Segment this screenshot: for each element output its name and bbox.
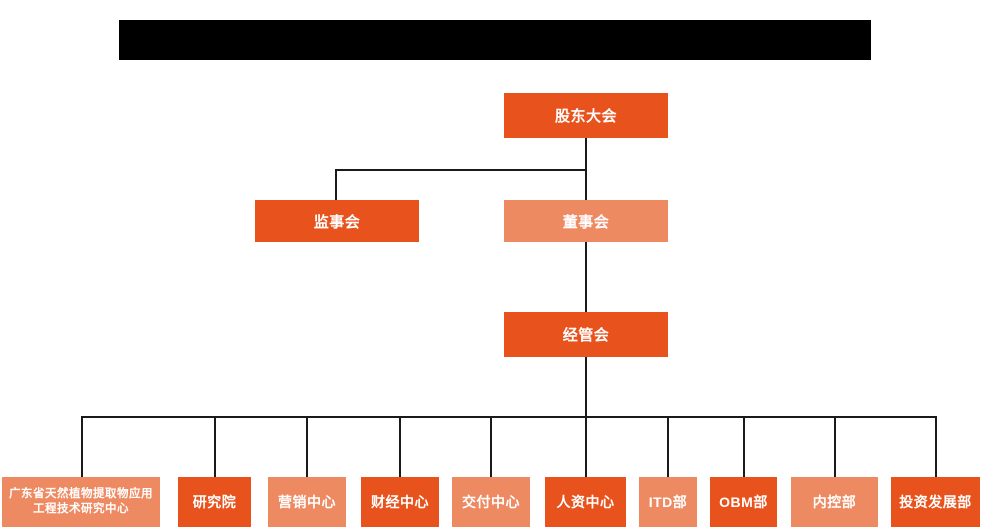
node-institute[interactable]: 研究院 — [178, 477, 251, 527]
title-bar — [119, 20, 871, 60]
connector-drop-obm-dept — [743, 416, 745, 477]
connector-drop-marketing-center — [306, 416, 308, 477]
connector-directors-management — [585, 242, 587, 312]
connector-drop-institute — [214, 416, 216, 477]
node-investment-development-dept[interactable]: 投资发展部 — [891, 477, 980, 527]
node-marketing-center[interactable]: 营销中心 — [268, 477, 346, 527]
node-finance-center[interactable]: 财经中心 — [361, 477, 439, 527]
connector-directors-drop — [585, 169, 587, 200]
connector-shareholders-down — [585, 138, 587, 170]
connector-level2-bar — [335, 169, 587, 171]
connector-drop-delivery-center — [490, 416, 492, 477]
connector-drop-research-center — [81, 416, 83, 477]
connector-departments-bar — [81, 416, 936, 418]
node-supervisors[interactable]: 监事会 — [255, 200, 419, 242]
node-research-center[interactable]: 广东省天然植物提取物应用工程技术研究中心 — [2, 477, 160, 527]
node-obm-dept[interactable]: OBM部 — [710, 477, 777, 527]
node-directors[interactable]: 董事会 — [504, 200, 668, 242]
connector-drop-itd-dept — [667, 416, 669, 477]
connector-supervisors-drop — [335, 169, 337, 200]
node-itd-dept[interactable]: ITD部 — [639, 477, 697, 527]
node-management[interactable]: 经管会 — [504, 312, 668, 357]
connector-drop-internal-control-dept — [834, 416, 836, 477]
node-shareholders[interactable]: 股东大会 — [504, 93, 668, 138]
node-delivery-center[interactable]: 交付中心 — [452, 477, 530, 527]
node-hr-center[interactable]: 人资中心 — [545, 477, 626, 527]
connector-drop-investment-development-dept — [935, 416, 937, 477]
connector-drop-finance-center — [399, 416, 401, 477]
node-internal-control-dept[interactable]: 内控部 — [791, 477, 878, 527]
